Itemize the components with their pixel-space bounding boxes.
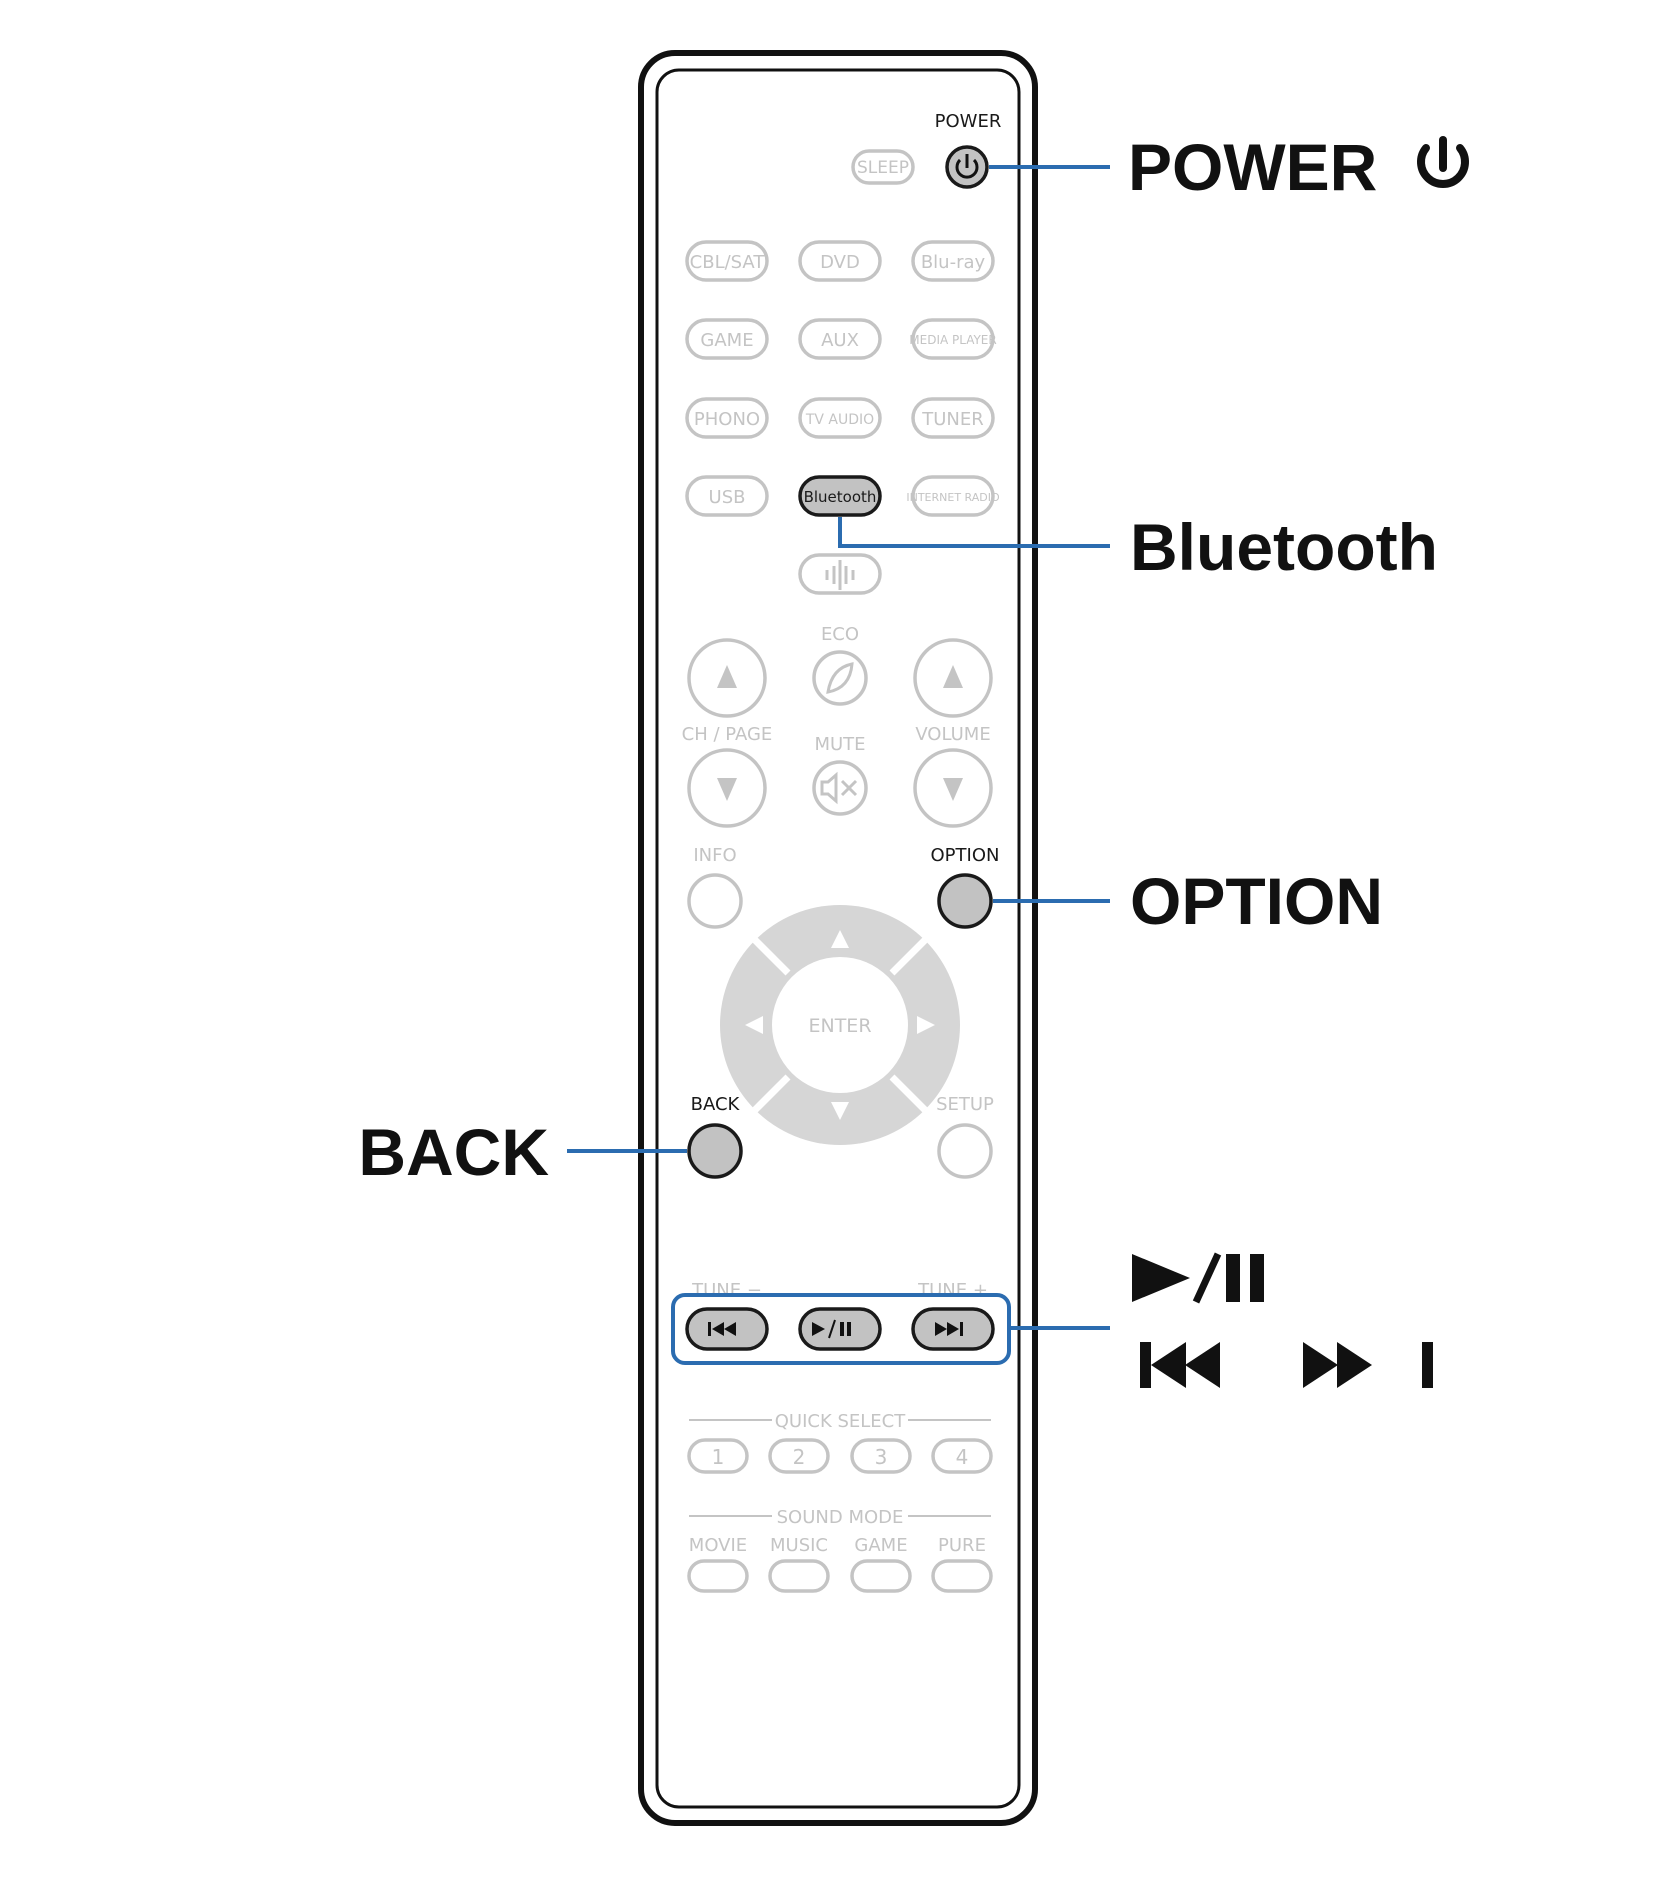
bluetooth-leader-line: [838, 517, 1110, 548]
play-pause-icon: [1132, 1252, 1264, 1304]
source-label: PHONO: [694, 409, 760, 430]
source-button-media-player[interactable]: MEDIA PLAYER: [909, 318, 997, 360]
ch-page-label: CH / PAGE: [682, 724, 773, 745]
sound-mode-movie-label: MOVIE: [689, 1535, 747, 1556]
info-button[interactable]: [687, 873, 743, 929]
skip-next-button[interactable]: [911, 1307, 995, 1351]
source-button-usb[interactable]: USB: [685, 475, 769, 517]
direction-pad[interactable]: [720, 905, 960, 1145]
quick-select-button-3[interactable]: 3: [850, 1438, 912, 1474]
dpad-left-icon: [745, 1016, 763, 1034]
sound-mode-pure-label: PURE: [938, 1535, 986, 1556]
quick-select-number: 2: [793, 1445, 806, 1469]
skip-previous-icon: [708, 1322, 736, 1336]
sound-mode-pure-button[interactable]: [931, 1559, 993, 1593]
power-button[interactable]: [945, 145, 989, 189]
source-label: Bluetooth: [804, 488, 877, 506]
sleep-label: SLEEP: [857, 158, 909, 178]
quick-select-number: 4: [956, 1445, 969, 1469]
sound-mode-game-label: GAME: [854, 1535, 907, 1556]
quick-select-button-2[interactable]: 2: [768, 1438, 830, 1474]
down-arrow-icon: [943, 778, 963, 801]
source-button-tv-audio[interactable]: TV AUDIO: [798, 397, 882, 439]
eco-button[interactable]: [812, 650, 868, 706]
voice-button[interactable]: [798, 553, 882, 595]
back-callout: BACK: [358, 1115, 549, 1189]
source-label: Blu-ray: [921, 252, 986, 273]
sound-mode-music-label: MUSIC: [770, 1535, 828, 1556]
source-label: AUX: [821, 330, 859, 351]
source-label: DVD: [820, 252, 860, 273]
source-label: TUNER: [921, 409, 984, 430]
up-arrow-icon: [717, 665, 737, 688]
play-pause-icon: [812, 1319, 851, 1339]
quick-select-button-1[interactable]: 1: [687, 1438, 749, 1474]
source-button-blu-ray[interactable]: Blu-ray: [911, 240, 995, 282]
mute-button[interactable]: [812, 760, 868, 816]
voice-icon: [825, 560, 855, 590]
source-button-phono[interactable]: PHONO: [685, 397, 769, 439]
source-button-tuner[interactable]: TUNER: [911, 397, 995, 439]
dpad-right-icon: [917, 1016, 935, 1034]
power-key-label: POWER: [935, 111, 1002, 132]
sound-mode-music-button[interactable]: [768, 1559, 830, 1593]
option-key-label: OPTION: [931, 845, 1000, 866]
source-button-cbl-sat[interactable]: CBL/SAT: [685, 240, 769, 282]
sound-mode-game-button[interactable]: [850, 1559, 912, 1593]
mute-icon: [820, 771, 858, 805]
skip-previous-icon: [1140, 1342, 1220, 1388]
quick-select-button-4[interactable]: 4: [931, 1438, 993, 1474]
option-button[interactable]: [937, 873, 993, 929]
skip-next-icon: [1303, 1342, 1433, 1388]
bluetooth-callout: Bluetooth: [1130, 510, 1438, 584]
volume-down-button[interactable]: [913, 748, 993, 828]
option-callout: OPTION: [1130, 864, 1383, 938]
enter-label: ENTER: [808, 1015, 871, 1037]
dpad-down-icon: [831, 1102, 849, 1120]
skip-next-icon: [935, 1322, 963, 1336]
power-icon: [955, 154, 979, 179]
setup-label: SETUP: [936, 1094, 994, 1115]
source-label: MEDIA PLAYER: [909, 333, 996, 347]
sound-mode-movie-button[interactable]: [687, 1559, 749, 1593]
back-key-label: BACK: [691, 1094, 741, 1115]
source-button-dvd[interactable]: DVD: [798, 240, 882, 282]
quick-select-label: QUICK SELECT: [775, 1411, 907, 1432]
volume-label: VOLUME: [915, 724, 990, 745]
skip-previous-button[interactable]: [685, 1307, 769, 1351]
ch-page-down-button[interactable]: [687, 748, 767, 828]
dpad-up-icon: [831, 930, 849, 948]
leaf-icon: [826, 662, 854, 694]
source-label: INTERNET RADIO: [906, 491, 1000, 504]
source-label: USB: [709, 487, 746, 508]
quick-select-number: 3: [875, 1445, 888, 1469]
source-label: CBL/SAT: [690, 252, 766, 273]
source-button-game[interactable]: GAME: [685, 318, 769, 360]
power-icon: [1417, 136, 1469, 188]
remote-body-inner: [655, 68, 1021, 1809]
sleep-button[interactable]: SLEEP: [851, 149, 915, 185]
source-button-aux[interactable]: AUX: [798, 318, 882, 360]
back-button[interactable]: [687, 1123, 743, 1179]
up-arrow-icon: [943, 665, 963, 688]
play-pause-button[interactable]: [798, 1307, 882, 1351]
info-label: INFO: [693, 845, 736, 866]
sound-mode-label: SOUND MODE: [777, 1507, 904, 1528]
ch-page-up-button[interactable]: [687, 638, 767, 718]
source-button-bluetooth[interactable]: Bluetooth: [798, 475, 882, 517]
source-label: TV AUDIO: [805, 412, 874, 428]
power-callout: POWER: [1128, 130, 1377, 204]
eco-label: ECO: [821, 624, 859, 645]
volume-up-button[interactable]: [913, 638, 993, 718]
setup-button[interactable]: [937, 1123, 993, 1179]
source-button-internet-radio[interactable]: INTERNET RADIO: [906, 475, 1000, 517]
mute-label: MUTE: [814, 734, 865, 755]
source-label: GAME: [700, 330, 753, 351]
down-arrow-icon: [717, 778, 737, 801]
quick-select-number: 1: [712, 1445, 725, 1469]
